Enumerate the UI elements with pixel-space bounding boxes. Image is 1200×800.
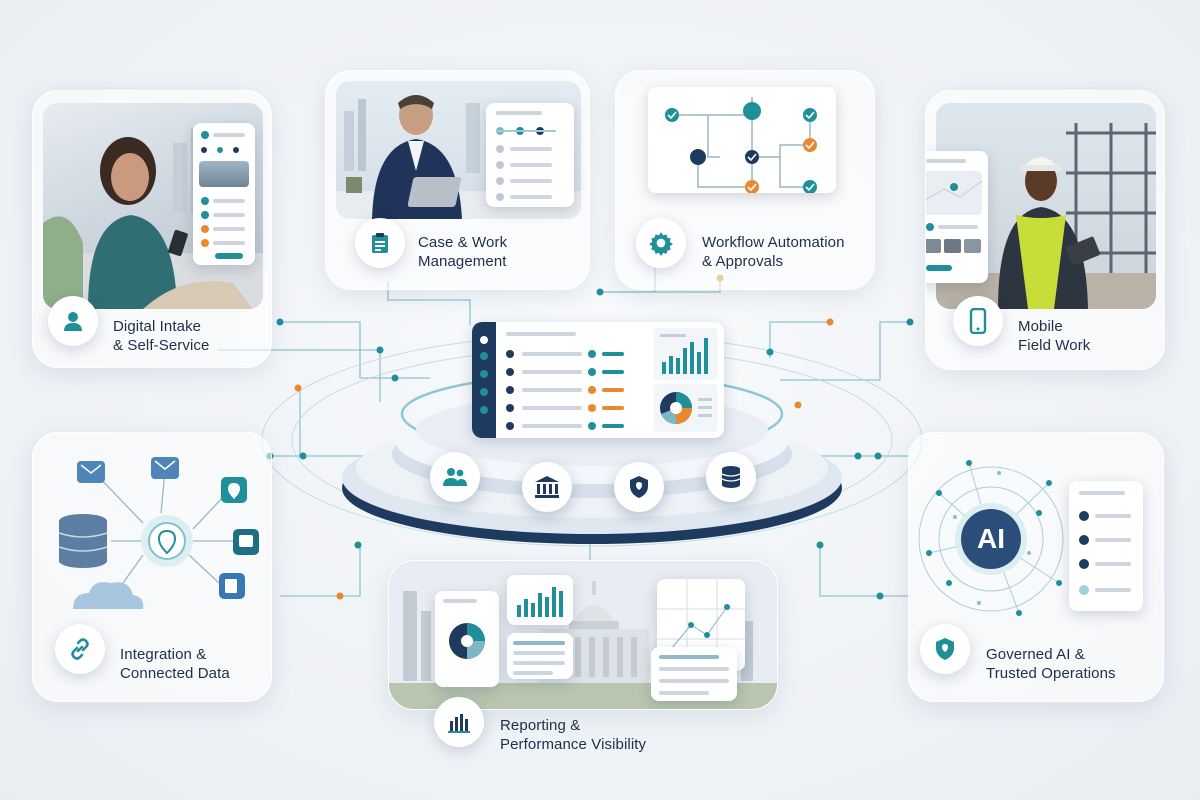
bar-chart-widget bbox=[507, 575, 573, 625]
summary-table-widget bbox=[651, 647, 737, 701]
governed-ai-label: Governed AI & Trusted Operations bbox=[986, 646, 1116, 682]
ai-network-graphic bbox=[918, 460, 1064, 616]
reporting-label: Reporting & Performance Visibility bbox=[500, 717, 647, 753]
shield-check-icon bbox=[614, 462, 664, 512]
integration-label: Integration & Connected Data bbox=[120, 646, 230, 682]
people-icon bbox=[430, 452, 480, 502]
integration-network-diagram bbox=[58, 457, 259, 609]
gear-icon bbox=[636, 218, 686, 268]
intake-app-screen bbox=[193, 123, 255, 265]
database-icon bbox=[706, 452, 756, 502]
workflow-automation-label: Workflow Automation & Approvals bbox=[702, 234, 845, 270]
bar-chart-icon bbox=[434, 697, 484, 747]
digital-intake-label: Digital Intake & Self-Service bbox=[113, 318, 210, 354]
pie-chart-widget bbox=[435, 591, 499, 687]
smartphone-icon bbox=[953, 296, 1003, 346]
workflow-diagram-panel bbox=[648, 87, 836, 194]
reporting-card[interactable] bbox=[388, 560, 778, 710]
clipboard-icon bbox=[355, 218, 405, 268]
case-list-panel bbox=[486, 103, 574, 207]
dashboard-screen bbox=[472, 322, 724, 438]
ai-node-label: AI bbox=[977, 523, 1005, 554]
mobile-field-work-label: Mobile Field Work bbox=[1018, 318, 1091, 354]
bank-icon bbox=[522, 462, 572, 512]
user-icon bbox=[48, 296, 98, 346]
field-map-screen bbox=[926, 151, 988, 283]
data-table-widget bbox=[507, 633, 573, 679]
ai-checklist-panel bbox=[1069, 481, 1143, 611]
mobile-field-work-card[interactable] bbox=[925, 90, 1165, 370]
shield-icon bbox=[920, 624, 970, 674]
link-icon bbox=[55, 624, 105, 674]
case-management-label: Case & Work Management bbox=[418, 234, 508, 270]
